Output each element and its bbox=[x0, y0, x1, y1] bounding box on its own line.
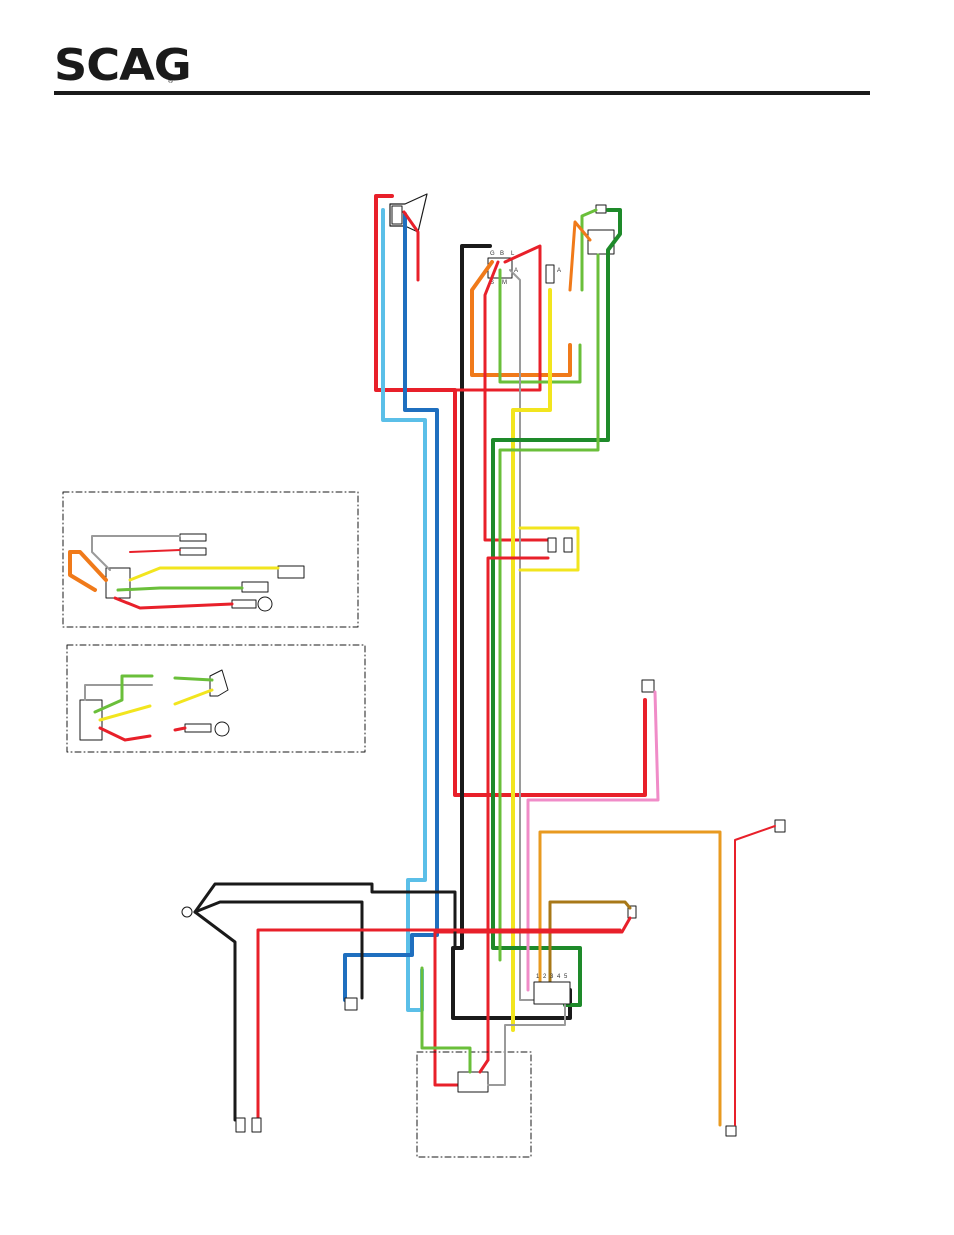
bottom-left-connector-icon bbox=[345, 998, 357, 1010]
inset-1-green-wire bbox=[118, 588, 242, 590]
ignition-switch-icon: G B L A S M bbox=[488, 251, 518, 286]
inset-1-red-wire-2 bbox=[115, 598, 232, 608]
spade-terminal-pair-icon bbox=[236, 1118, 261, 1132]
bottom-component-icon bbox=[458, 1072, 488, 1092]
inset-1-gray-wire bbox=[92, 536, 180, 570]
wire-black-harness-3 bbox=[195, 912, 235, 1120]
wire-black-harness-2 bbox=[195, 902, 362, 998]
inset-2-yellow-wire bbox=[100, 690, 212, 720]
svg-text:G: G bbox=[490, 251, 495, 257]
inset-box-1 bbox=[63, 492, 358, 627]
wire-black-harness-1 bbox=[195, 884, 455, 948]
svg-text:2: 2 bbox=[543, 974, 547, 980]
wire-brown bbox=[550, 902, 630, 985]
wire-red-pto bbox=[435, 918, 630, 1085]
inset-box-2 bbox=[67, 645, 365, 752]
inset-1-component-icon bbox=[106, 534, 304, 611]
wire-red-horn-loop bbox=[376, 196, 645, 795]
inset-2-green-wire bbox=[95, 676, 212, 712]
seat-switch-connector-icon bbox=[642, 680, 654, 692]
horn-connector-icon bbox=[390, 194, 427, 232]
mid-connector-icon bbox=[548, 538, 572, 552]
ring-terminal-icon bbox=[182, 907, 192, 917]
svg-text:5: 5 bbox=[564, 974, 568, 980]
svg-text:A: A bbox=[514, 268, 518, 274]
inset-1-yellow-wire bbox=[130, 568, 278, 580]
svg-text:M: M bbox=[502, 280, 507, 286]
inset-2-gray-wire bbox=[85, 685, 152, 700]
svg-text:A: A bbox=[557, 268, 561, 274]
spade-terminal-icon: A bbox=[546, 265, 561, 283]
svg-text:3: 3 bbox=[550, 974, 554, 980]
svg-text:B: B bbox=[500, 251, 504, 257]
wire-pink bbox=[528, 692, 658, 990]
inset-2-red-wire bbox=[100, 728, 185, 740]
wire-red-right bbox=[735, 826, 775, 1125]
wire-orange-relay bbox=[570, 222, 590, 290]
svg-text:4: 4 bbox=[557, 974, 561, 980]
wire-gray-ignition bbox=[510, 270, 550, 1000]
wire-yellow-A bbox=[513, 290, 550, 1030]
inset-1-red-wire bbox=[130, 550, 180, 552]
inset-1-orange-wire bbox=[70, 552, 106, 590]
wire-red-bottom bbox=[480, 1060, 488, 1072]
